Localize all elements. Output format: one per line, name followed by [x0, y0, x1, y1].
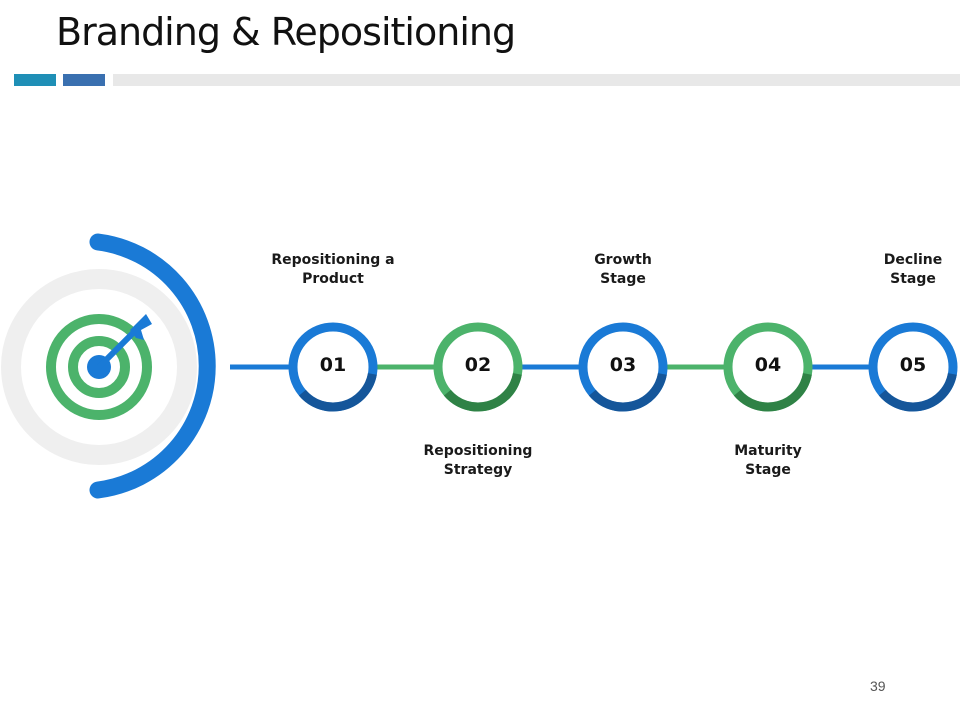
step-node-01: [288, 322, 378, 412]
blue-arc: [89, 233, 216, 499]
step-node-02: [433, 322, 523, 412]
slide-title: Branding & Repositioning: [56, 10, 516, 54]
step-node-05: [868, 322, 958, 412]
step-node-03: [578, 322, 668, 412]
accent-bar-gray: [113, 74, 960, 86]
accent-bar-blue: [63, 74, 105, 86]
gray-ring: [1, 269, 197, 465]
page-number: 39: [870, 678, 886, 694]
accent-bar-teal: [14, 74, 56, 86]
step-number: 04: [754, 354, 782, 376]
target-icon: [46, 314, 152, 420]
step-number: 03: [609, 354, 637, 376]
step-number: 05: [899, 354, 927, 376]
step-number: 02: [464, 354, 492, 376]
step-node-04: [723, 322, 813, 412]
step-number: 01: [319, 354, 347, 376]
